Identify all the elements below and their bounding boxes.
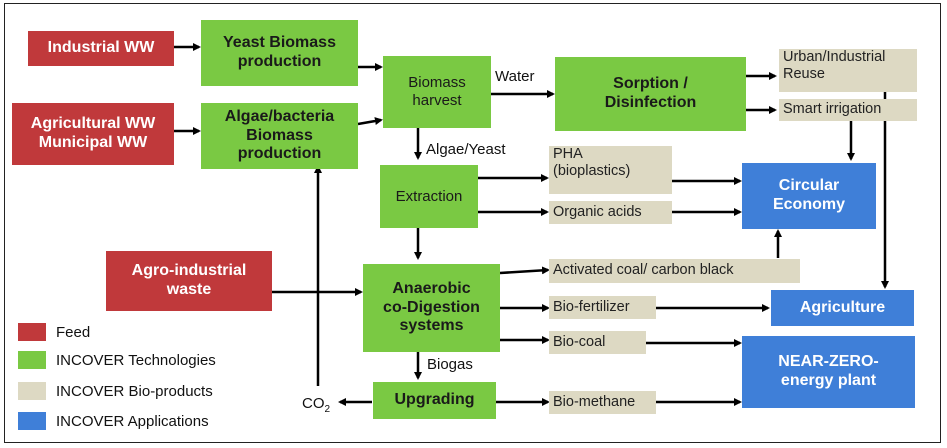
- tech-harvest-label-2: harvest: [412, 92, 462, 109]
- app-agriculture-label: Agriculture: [799, 298, 886, 316]
- feed-agro-industrial-waste: Agro-industrial waste: [106, 251, 272, 311]
- product-organic-acids-label: Organic acids: [553, 203, 642, 220]
- app-agriculture: Agriculture: [771, 290, 914, 326]
- edge-label-biogas: Biogas: [427, 356, 473, 373]
- legend-feed-swatch: [18, 323, 46, 341]
- app-circular-economy: Circular Economy: [742, 163, 876, 229]
- product-bio-coal: Bio-coal: [549, 331, 646, 354]
- edge-label-water: Water: [495, 68, 535, 85]
- tech-biomass-harvest: Biomass harvest: [383, 56, 491, 128]
- legend-feed-label: Feed: [56, 323, 91, 341]
- tech-yeast-label-2: production: [237, 53, 322, 70]
- product-activated-coal: Activated coal/ carbon black: [549, 259, 800, 283]
- edge-label-algae-yeast: Algae/Yeast: [426, 141, 506, 158]
- product-bio-methane-label: Bio-methane: [553, 393, 636, 410]
- product-bio-methane: Bio-methane: [549, 391, 656, 414]
- tech-anaerobic-codigestion: Anaerobic co-Digestion systems: [363, 264, 500, 352]
- app-circular-label-1: Circular: [778, 177, 840, 195]
- tech-yeast-label-1: Yeast Biomass: [223, 34, 336, 52]
- feed-agricultural-ww-label: Agricultural WW: [30, 115, 156, 133]
- legend-applications-swatch: [18, 412, 46, 430]
- tech-algae-bacteria-biomass: Algae/bacteria Biomass production: [201, 103, 358, 169]
- feed-agro-industrial-label-1: Agro-industrial: [131, 262, 247, 280]
- tech-yeast-biomass: Yeast Biomass production: [201, 20, 358, 86]
- feed-agro-industrial-label-2: waste: [166, 281, 212, 298]
- arrow-ad-to-activated: [499, 266, 550, 275]
- tech-extraction-label: Extraction: [395, 187, 463, 205]
- legend-bioproducts-swatch: [18, 382, 46, 400]
- tech-ad-label-1: Anaerobic: [392, 279, 471, 297]
- tech-ad-label-2: co-Digestion: [383, 298, 480, 316]
- diagram-frame: [4, 3, 941, 443]
- feed-agricultural-municipal-ww: Agricultural WW Municipal WW: [12, 103, 174, 165]
- legend-technologies-label: INCOVER Technologies: [56, 351, 216, 369]
- arrow-algae-to-harvest: [357, 117, 383, 126]
- product-smart-irrigation-label: Smart irrigation: [783, 101, 882, 118]
- app-nearzero-label-2: energy plant: [780, 372, 877, 389]
- legend-applications-label: INCOVER Applications: [56, 412, 209, 430]
- edge-label-co2: CO2: [302, 395, 330, 415]
- tech-sorption-label-1: Sorption /: [613, 75, 688, 93]
- tech-algae-label-2: Biomass: [246, 126, 313, 144]
- tech-upgrading: Upgrading: [373, 382, 496, 419]
- app-circular-label-2: Economy: [772, 196, 845, 213]
- tech-sorption-disinfection: Sorption / Disinfection: [555, 57, 746, 131]
- legend-bioproducts: INCOVER Bio-products: [18, 382, 213, 400]
- legend-applications: INCOVER Applications: [18, 412, 209, 430]
- product-pha-label-1: PHA: [553, 146, 583, 162]
- legend-feed: Feed: [18, 323, 90, 341]
- legend-bioproducts-label: INCOVER Bio-products: [56, 382, 213, 400]
- product-bio-fertilizer-label: Bio-fertilizer: [553, 298, 630, 315]
- product-bio-coal-label: Bio-coal: [553, 333, 606, 350]
- co2-subscript: 2: [324, 404, 331, 415]
- tech-upgrading-label: Upgrading: [394, 391, 475, 409]
- tech-ad-label-3: systems: [399, 317, 464, 335]
- product-activated-coal-label: Activated coal/ carbon black: [553, 262, 734, 279]
- tech-algae-label-3: production: [237, 145, 322, 163]
- product-urban-label-1: Urban/Industrial: [783, 49, 886, 65]
- tech-harvest-label-1: Biomass: [408, 74, 466, 92]
- feed-municipal-ww-label: Municipal WW: [38, 134, 148, 151]
- tech-sorption-label-2: Disinfection: [604, 94, 697, 111]
- product-bio-fertilizer: Bio-fertilizer: [549, 296, 656, 319]
- tech-algae-label-1: Algae/bacteria: [224, 107, 335, 125]
- product-pha-label-2: (bioplastics): [553, 163, 631, 180]
- product-smart-irrigation: Smart irrigation: [779, 99, 917, 121]
- legend-technologies-swatch: [18, 351, 46, 369]
- co2-base: CO: [302, 395, 325, 412]
- legend-technologies: INCOVER Technologies: [18, 351, 216, 369]
- tech-extraction: Extraction: [380, 165, 478, 228]
- feed-industrial-ww-label: Industrial WW: [47, 39, 155, 57]
- feed-industrial-ww: Industrial WW: [28, 31, 174, 66]
- app-near-zero-energy-plant: NEAR-ZERO- energy plant: [742, 336, 915, 408]
- app-nearzero-label-1: NEAR-ZERO-: [778, 353, 879, 371]
- product-organic-acids: Organic acids: [549, 201, 672, 224]
- product-urban-label-2: Reuse: [783, 66, 825, 83]
- product-urban-industrial-reuse: Urban/Industrial Reuse: [779, 49, 917, 92]
- product-pha-bioplastics: PHA (bioplastics): [549, 146, 672, 194]
